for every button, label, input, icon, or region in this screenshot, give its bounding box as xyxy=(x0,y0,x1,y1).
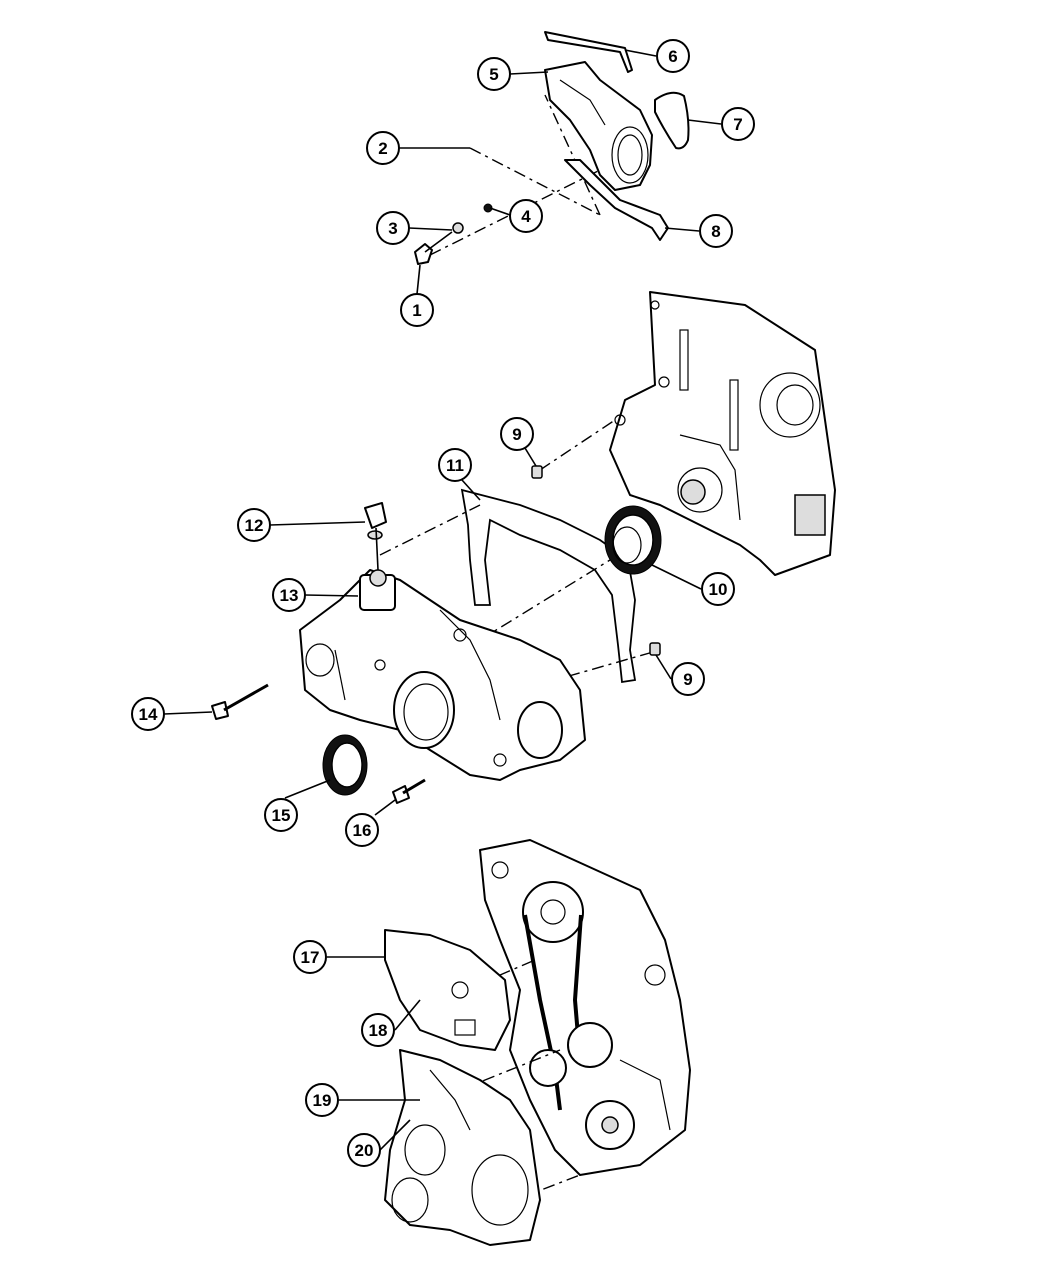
front-cover-housing xyxy=(299,569,586,781)
callout-8: 8 xyxy=(699,214,733,248)
svg-text:13: 13 xyxy=(280,586,299,605)
svg-text:4: 4 xyxy=(521,207,531,226)
callout-19: 19 xyxy=(305,1083,339,1117)
callout-9-lower: 9 xyxy=(671,662,705,696)
svg-text:2: 2 xyxy=(378,139,387,158)
upper-belt-cover xyxy=(384,929,511,1051)
callout-10: 10 xyxy=(701,572,735,606)
dowel-pin-upper xyxy=(531,465,543,479)
svg-text:3: 3 xyxy=(388,219,397,238)
long-bolt-14 xyxy=(211,683,269,720)
callout-9-upper: 9 xyxy=(500,417,534,451)
engine-block-group xyxy=(609,291,836,576)
callout-15: 15 xyxy=(264,798,298,832)
bolt-16 xyxy=(392,778,426,804)
bolt-12 xyxy=(364,502,387,529)
svg-text:19: 19 xyxy=(313,1091,332,1110)
svg-text:16: 16 xyxy=(353,821,372,840)
callout-16: 16 xyxy=(345,813,379,847)
crankshaft-sprocket xyxy=(604,505,662,575)
svg-text:6: 6 xyxy=(668,47,677,66)
washer xyxy=(452,222,464,234)
svg-text:15: 15 xyxy=(272,806,291,825)
svg-text:9: 9 xyxy=(512,425,521,444)
callout-3: 3 xyxy=(376,211,410,245)
callout-11: 11 xyxy=(438,448,472,482)
lower-belt-cover xyxy=(384,1049,541,1246)
engine-front-belt-group xyxy=(479,839,691,1176)
upper-timing-cover xyxy=(544,61,653,191)
gasket-strip-upper xyxy=(544,31,633,73)
svg-text:8: 8 xyxy=(711,222,720,241)
svg-text:5: 5 xyxy=(489,65,498,84)
svg-text:17: 17 xyxy=(301,948,320,967)
dowel-pin-lower xyxy=(649,642,661,656)
callout-17: 17 xyxy=(293,940,327,974)
o-ring-seal xyxy=(654,91,690,150)
svg-text:18: 18 xyxy=(369,1021,388,1040)
upper-timing-cover-group xyxy=(414,31,690,265)
svg-text:20: 20 xyxy=(355,1141,374,1160)
callout-20: 20 xyxy=(347,1133,381,1167)
crank-seal-15 xyxy=(322,734,368,796)
callout-12: 12 xyxy=(237,508,271,542)
svg-text:12: 12 xyxy=(245,516,264,535)
callout-4: 4 xyxy=(509,199,543,233)
svg-text:7: 7 xyxy=(733,115,742,134)
callout-2: 2 xyxy=(366,131,400,165)
svg-text:9: 9 xyxy=(683,670,692,689)
svg-text:14: 14 xyxy=(139,705,158,724)
bolt-head xyxy=(414,243,433,265)
leader-lines xyxy=(163,49,722,1151)
callout-7: 7 xyxy=(721,107,755,141)
callout-5: 5 xyxy=(477,57,511,91)
callout-13: 13 xyxy=(272,578,306,612)
callout-1: 1 xyxy=(400,293,434,327)
callout-14: 14 xyxy=(131,697,165,731)
callout-18: 18 xyxy=(361,1013,395,1047)
svg-text:11: 11 xyxy=(446,456,464,475)
svg-text:1: 1 xyxy=(412,301,421,320)
callout-6: 6 xyxy=(656,39,690,73)
svg-text:10: 10 xyxy=(709,580,728,599)
